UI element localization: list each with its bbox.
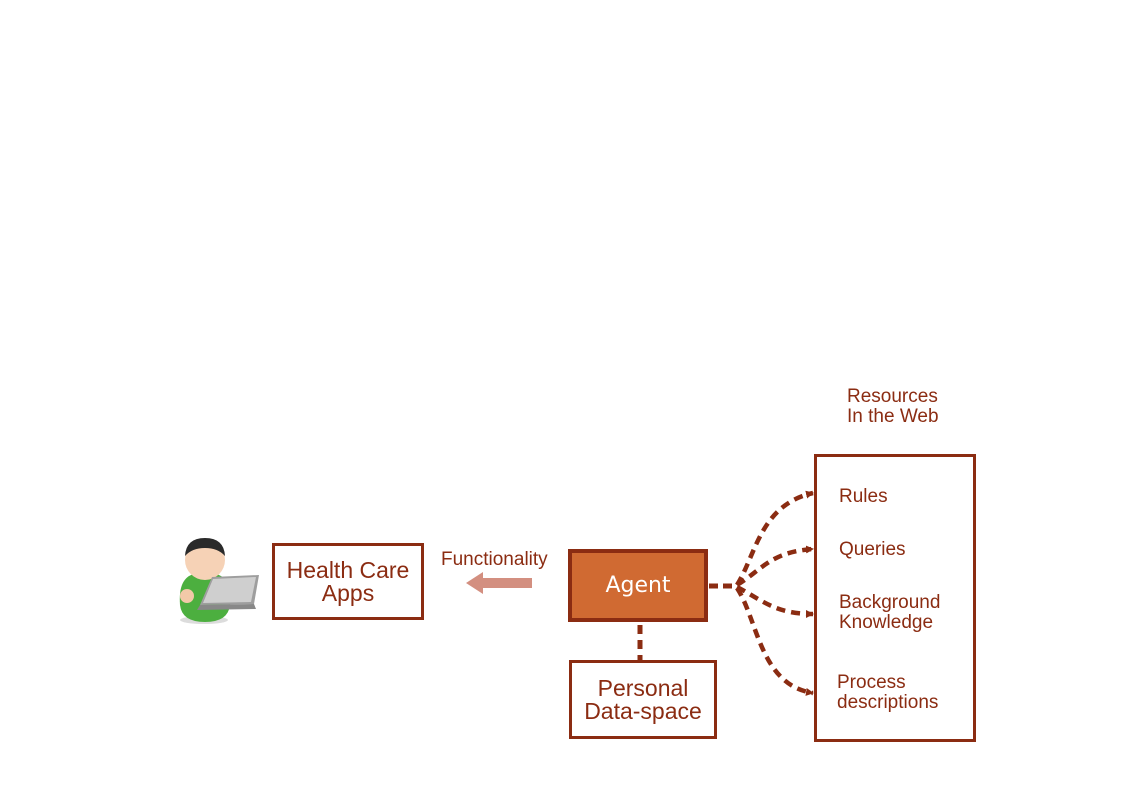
personal-dataspace-line-2: Data-space xyxy=(584,697,702,724)
health-care-apps-line-1: Health Care xyxy=(286,556,410,583)
resource-process-descriptions: Process descriptions xyxy=(837,673,938,713)
resources-title-line-1: Resources xyxy=(847,386,938,407)
agent-box: Agent xyxy=(568,549,708,622)
health-care-apps-box: Health Care Apps xyxy=(272,543,424,620)
resources-title-line-2: In the Web xyxy=(847,406,939,427)
person-with-laptop-icon xyxy=(179,538,259,624)
resource-process-descriptions-line-1: Process xyxy=(837,672,906,693)
resource-process-descriptions-line-2: descriptions xyxy=(837,692,939,713)
left-arrow-icon xyxy=(466,572,532,594)
resources-title: Resources In the Web xyxy=(847,387,939,427)
resource-rules-label: Rules xyxy=(839,486,888,507)
functionality-label: Functionality xyxy=(441,549,548,570)
resource-background-knowledge-line-1: Background xyxy=(839,592,941,613)
resources-box xyxy=(814,454,976,742)
personal-dataspace-box: Personal Data-space xyxy=(569,660,717,739)
agent-label: Agent xyxy=(605,572,671,598)
branch-queries xyxy=(735,545,814,587)
resource-background-knowledge: Background Knowledge xyxy=(839,593,940,633)
personal-dataspace-line-1: Personal xyxy=(597,674,689,701)
branch-background-knowledge xyxy=(735,585,814,618)
branch-process-descriptions xyxy=(735,586,814,696)
resource-queries-label: Queries xyxy=(839,539,906,560)
resource-queries: Queries xyxy=(839,540,906,560)
branch-rules xyxy=(735,490,814,587)
resource-rules: Rules xyxy=(839,487,888,507)
resource-background-knowledge-line-2: Knowledge xyxy=(839,612,934,633)
health-care-apps-line-2: Apps xyxy=(321,579,375,606)
